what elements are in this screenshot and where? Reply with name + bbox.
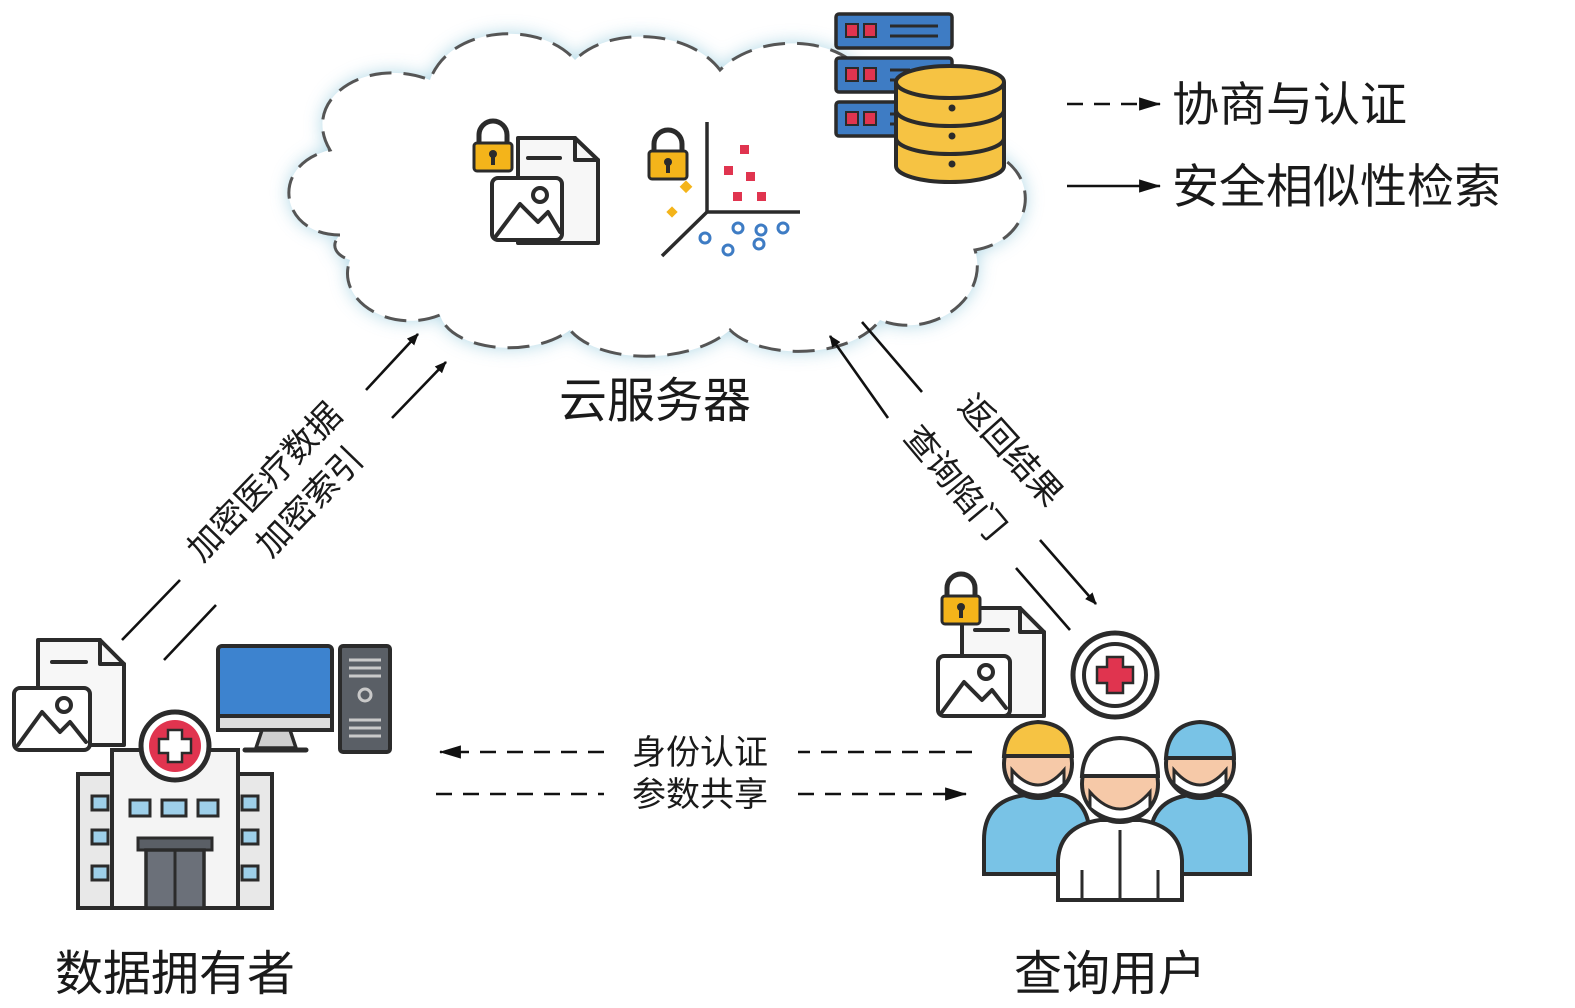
medical-cross-icon: [1070, 630, 1160, 720]
vector-space-icon: [647, 122, 800, 258]
legend-solid-label: 安全相似性检索: [1172, 160, 1501, 215]
edge-label-parameter-sharing: 参数共享: [632, 775, 768, 815]
query-user-node: 查询用户: [936, 571, 1252, 1002]
cloud-server-label: 云服务器: [559, 373, 751, 429]
edge-cloud-to-user-result: 返回结果: [861, 321, 1097, 605]
query-user-label: 查询用户: [1014, 946, 1206, 1002]
edge-user-to-owner-auth: 身份认证: [438, 733, 972, 773]
hospital-building-icon: [76, 709, 274, 910]
edge-owner-to-cloud-data: 加密医疗数据: [121, 333, 419, 641]
doctors-group-icon: [982, 719, 1252, 902]
data-owner-label: 数据拥有者: [55, 946, 295, 1002]
encrypted-document-icon: [936, 571, 1046, 718]
edge-owner-to-cloud-index: 加密索引: [163, 361, 447, 661]
edge-owner-to-user-params: 参数共享: [436, 775, 968, 815]
desktop-computer-icon: [216, 644, 392, 754]
document-image-icon: [12, 638, 126, 752]
data-owner-node: 数据拥有者: [12, 638, 392, 1002]
legend: 协商与认证 安全相似性检索: [1067, 78, 1501, 215]
database-icon: [894, 64, 1006, 184]
encrypted-document-icon: [472, 118, 600, 245]
medical-cross-icon: [138, 709, 212, 783]
legend-dashed-label: 协商与认证: [1172, 78, 1407, 133]
lock-icon: [472, 118, 514, 173]
edge-label-identity-auth: 身份认证: [632, 733, 768, 773]
lock-icon: [647, 127, 689, 181]
cloud-server-node: 云服务器: [287, 12, 1027, 429]
lock-icon: [940, 571, 982, 626]
